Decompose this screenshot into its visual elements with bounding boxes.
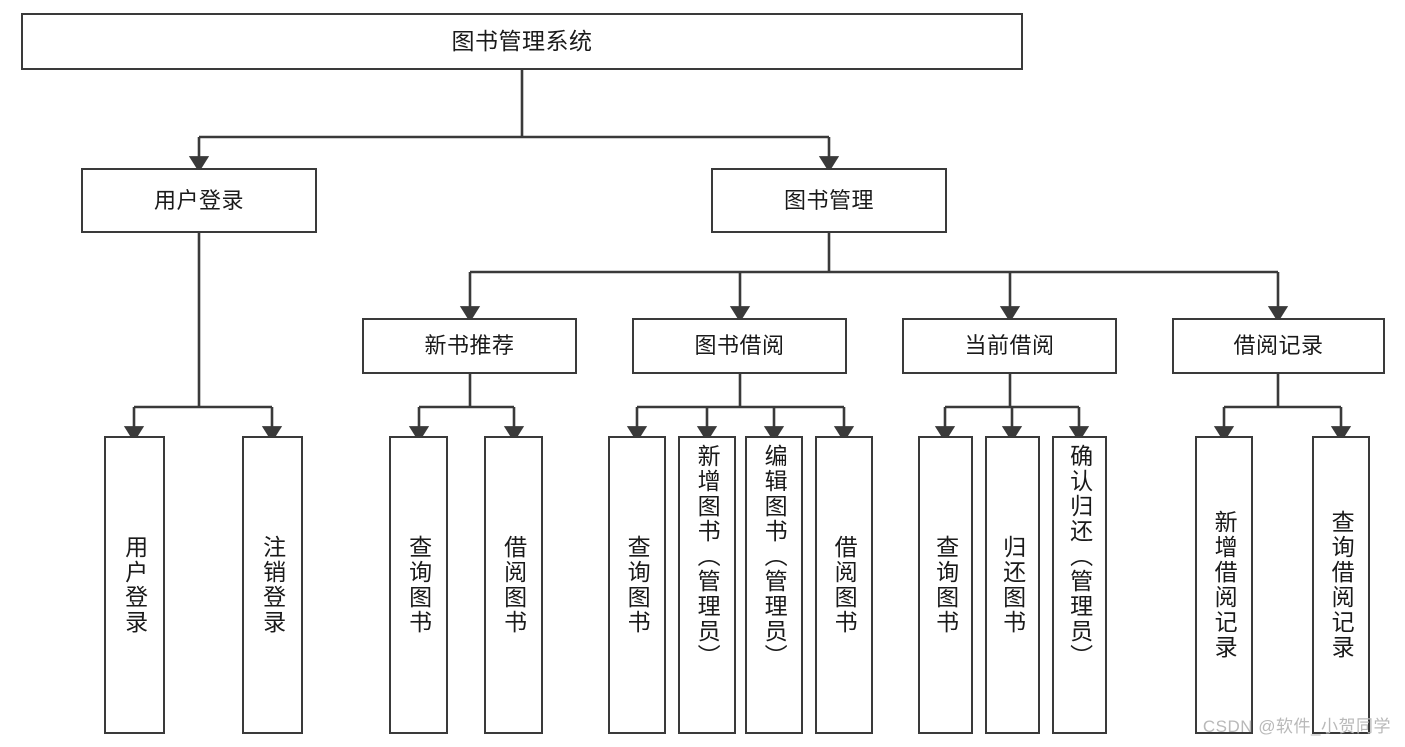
node-label: 查询图书: [932, 535, 959, 635]
leaf-add-borrowing-record[interactable]: 新增借阅记录: [1195, 436, 1253, 734]
node-label: 图书管理: [783, 187, 874, 213]
node-current-borrowing[interactable]: 当前借阅: [902, 318, 1117, 374]
node-borrowing-records[interactable]: 借阅记录: [1172, 318, 1385, 374]
node-label: 编辑图书（管理员）: [761, 444, 788, 669]
node-label: 图书管理系统: [451, 27, 593, 54]
leaf-edit-book-admin[interactable]: 编辑图书（管理员）: [745, 436, 803, 734]
node-label: 新增借阅记录: [1211, 510, 1238, 660]
node-label: 新书推荐: [424, 333, 515, 359]
leaf-confirm-return-admin[interactable]: 确认归还（管理员）: [1052, 436, 1107, 734]
node-label: 新增图书（管理员）: [694, 444, 721, 669]
leaf-user-login[interactable]: 用户登录: [104, 436, 165, 734]
leaf-add-book-admin[interactable]: 新增图书（管理员）: [678, 436, 736, 734]
node-label: 借阅图书: [831, 535, 858, 635]
node-label: 确认归还（管理员）: [1066, 444, 1093, 669]
leaf-query-book-recommendation[interactable]: 查询图书: [389, 436, 448, 734]
node-label: 借阅图书: [500, 535, 527, 635]
leaf-borrow-book-borrowing[interactable]: 借阅图书: [815, 436, 873, 734]
node-label: 用户登录: [153, 187, 244, 213]
leaf-return-book[interactable]: 归还图书: [985, 436, 1040, 734]
node-book-management-system[interactable]: 图书管理系统: [21, 13, 1023, 70]
node-label: 归还图书: [999, 535, 1026, 635]
node-book-management[interactable]: 图书管理: [711, 168, 947, 233]
node-user-login[interactable]: 用户登录: [81, 168, 317, 233]
node-book-borrowing[interactable]: 图书借阅: [632, 318, 847, 374]
node-label: 查询借阅记录: [1328, 510, 1355, 660]
leaf-query-book-current[interactable]: 查询图书: [918, 436, 973, 734]
leaf-borrow-book-recommendation[interactable]: 借阅图书: [484, 436, 543, 734]
leaf-query-book-borrowing[interactable]: 查询图书: [608, 436, 666, 734]
node-label: 查询图书: [624, 535, 651, 635]
leaf-query-borrowing-record[interactable]: 查询借阅记录: [1312, 436, 1370, 734]
node-label: 借阅记录: [1233, 333, 1324, 359]
node-new-book-recommendation[interactable]: 新书推荐: [362, 318, 577, 374]
leaf-logout-login[interactable]: 注销登录: [242, 436, 303, 734]
node-label: 注销登录: [259, 535, 286, 635]
node-label: 用户登录: [121, 535, 148, 635]
node-label: 图书借阅: [694, 333, 785, 359]
node-label: 查询图书: [405, 535, 432, 635]
node-label: 当前借阅: [964, 333, 1055, 359]
